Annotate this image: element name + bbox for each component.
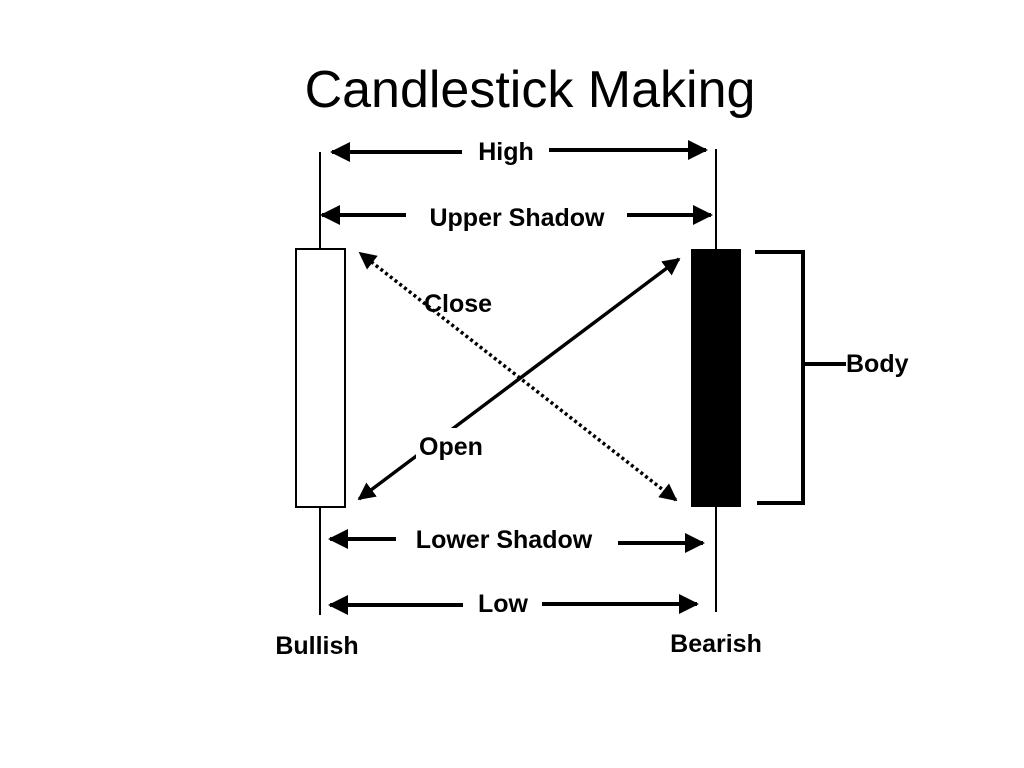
lower-shadow-label: Lower Shadow bbox=[416, 526, 593, 554]
open-arrow bbox=[357, 257, 681, 501]
page-title: Candlestick Making bbox=[304, 61, 756, 119]
body-label: Body bbox=[846, 350, 909, 378]
upper-shadow-label: Upper Shadow bbox=[429, 204, 605, 232]
bullish-candle-body bbox=[295, 248, 346, 508]
body-bracket bbox=[755, 250, 805, 505]
close-label: Close bbox=[424, 290, 492, 318]
bearish-candle-body bbox=[691, 249, 741, 507]
open-label-background bbox=[416, 428, 496, 462]
bullish-label: Bullish bbox=[275, 632, 358, 660]
open-label: Open bbox=[419, 433, 483, 461]
low-label: Low bbox=[478, 590, 529, 618]
bearish-label: Bearish bbox=[670, 630, 762, 658]
high-label: High bbox=[478, 138, 534, 166]
